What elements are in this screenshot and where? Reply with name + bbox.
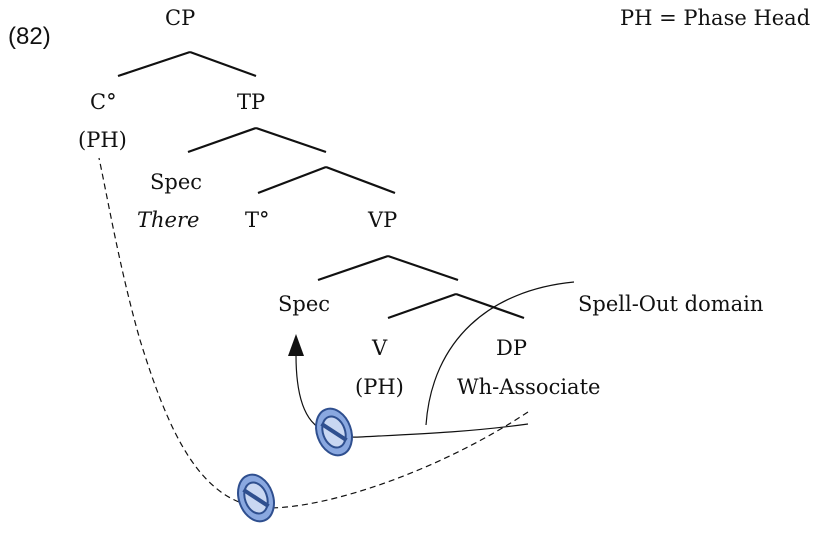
node-t-head: T° <box>245 208 270 232</box>
node-there: There <box>137 208 200 232</box>
node-tp: TP <box>237 90 266 114</box>
node-c-head: C° <box>90 90 117 114</box>
node-dp: DP <box>496 336 527 360</box>
node-c-phase-head: (PH) <box>78 128 127 152</box>
cp-right-branch <box>189 50 257 78</box>
prohibit-icon-upper <box>315 407 353 457</box>
vp-right-branch <box>387 254 459 282</box>
v-bar-left-branch <box>387 292 457 320</box>
spell-out-domain-arc <box>425 281 575 426</box>
node-spec-vp: Spec <box>278 292 331 316</box>
tp-right-branch <box>255 126 327 154</box>
node-v-phase-head: (PH) <box>355 375 404 399</box>
node-vp: VP <box>368 208 398 232</box>
arrowhead-icon <box>288 334 304 356</box>
t-bar-right-branch <box>325 165 396 195</box>
movement-path-to-spec-vp <box>295 354 529 438</box>
tp-left-branch <box>187 126 257 154</box>
prohibit-icon-lower <box>237 473 275 523</box>
phase-head-legend: PH = Phase Head <box>620 6 811 30</box>
node-v-head: V <box>372 336 388 360</box>
node-wh-associate: Wh-Associate <box>457 375 601 399</box>
node-spec-tp: Spec <box>150 170 203 194</box>
node-cp: CP <box>165 6 196 30</box>
t-bar-left-branch <box>257 165 327 195</box>
v-bar-right-branch <box>455 292 525 320</box>
dashed-path-to-c <box>98 157 529 509</box>
vp-left-branch <box>317 254 389 282</box>
spell-out-domain-label: Spell-Out domain <box>578 292 764 316</box>
cp-left-branch <box>117 50 191 78</box>
example-number: (82) <box>8 23 51 50</box>
